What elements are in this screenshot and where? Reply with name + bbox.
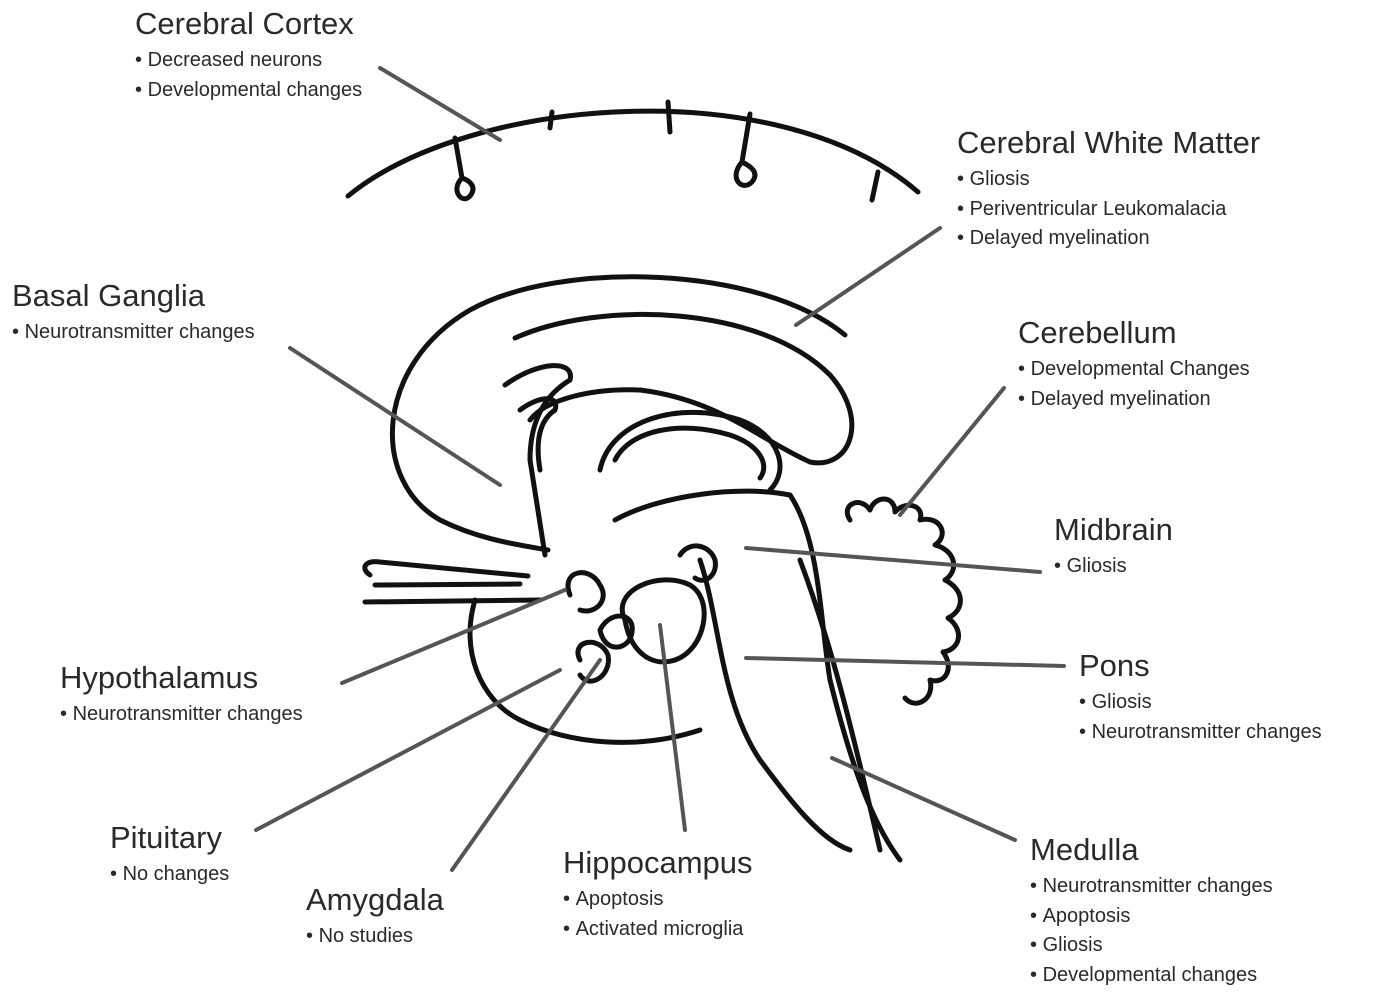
label-hypothalamus: Hypothalamus Neurotransmitter changes (60, 660, 303, 730)
mamillary (680, 546, 715, 580)
finding: Periventricular Leukomalacia (957, 195, 1260, 225)
leader-cerebellum (900, 388, 1004, 515)
region-name: Pituitary (110, 820, 229, 856)
cortex-arc (348, 111, 918, 196)
fornix-inner (615, 428, 764, 478)
finding: Neurotransmitter changes (12, 318, 255, 348)
finding: Gliosis (1054, 552, 1173, 582)
region-name: Cerebral Cortex (135, 6, 362, 42)
finding: Gliosis (1030, 931, 1273, 961)
sulcus-3 (668, 102, 670, 132)
region-name: Pons (1079, 648, 1322, 684)
brainstem-mid (800, 560, 880, 850)
finding: Delayed myelination (1018, 385, 1250, 415)
label-medulla: Medulla Neurotransmitter changes Apoptos… (1030, 832, 1273, 990)
label-midbrain: Midbrain Gliosis (1054, 512, 1173, 582)
leader-medulla (832, 758, 1015, 840)
finding: Decreased neurons (135, 46, 362, 76)
corpus-callosum-outer (392, 277, 845, 550)
region-name: Basal Ganglia (12, 278, 255, 314)
region-name: Medulla (1030, 832, 1273, 868)
finding: Developmental changes (135, 76, 362, 106)
finding: Neurotransmitter changes (60, 700, 303, 730)
region-name: Hippocampus (563, 845, 753, 881)
region-name: Hypothalamus (60, 660, 303, 696)
finding: No changes (110, 860, 229, 890)
finding: Delayed myelination (957, 224, 1260, 254)
finding: Developmental Changes (1018, 355, 1250, 385)
leader-pons (746, 658, 1064, 666)
corpus-callosum-inner (515, 314, 852, 462)
label-amygdala: Amygdala No studies (306, 882, 444, 952)
sulcus-4 (736, 114, 755, 185)
sulcus-5 (872, 172, 878, 200)
fornix (600, 412, 780, 490)
finding: Activated microglia (563, 915, 753, 945)
label-hippocampus: Hippocampus Apoptosis Activated microgli… (563, 845, 753, 944)
sulcus-1 (455, 138, 473, 199)
cerebellum (847, 499, 960, 703)
label-basal-ganglia: Basal Ganglia Neurotransmitter changes (12, 278, 255, 348)
label-pituitary: Pituitary No changes (110, 820, 229, 890)
sulcus-2 (550, 112, 552, 128)
finding: Neurotransmitter changes (1030, 872, 1273, 902)
hypothalamus-shape (568, 573, 603, 611)
leader-midbrain (746, 548, 1040, 572)
brainstem-left (700, 560, 850, 850)
region-name: Cerebellum (1018, 315, 1250, 351)
label-pons: Pons Gliosis Neurotransmitter changes (1079, 648, 1322, 747)
region-name: Amygdala (306, 882, 444, 918)
label-cerebellum: Cerebellum Developmental Changes Delayed… (1018, 315, 1250, 414)
label-cerebral-white-matter: Cerebral White Matter Gliosis Periventri… (957, 125, 1260, 254)
leader-cerebral-white-matter (796, 228, 940, 325)
finding: Apoptosis (563, 885, 753, 915)
optic-nerve (365, 562, 540, 602)
region-name: Cerebral White Matter (957, 125, 1260, 161)
finding: Gliosis (1079, 688, 1322, 718)
finding: No studies (306, 922, 444, 952)
finding: Developmental changes (1030, 961, 1273, 991)
thalamus (615, 491, 790, 520)
finding: Apoptosis (1030, 902, 1273, 932)
label-cerebral-cortex: Cerebral Cortex Decreased neurons Develo… (135, 6, 362, 105)
leader-amygdala (452, 660, 600, 870)
pituitary-shape (578, 642, 608, 681)
leader-cerebral-cortex (380, 68, 500, 140)
finding: Neurotransmitter changes (1079, 718, 1322, 748)
finding: Gliosis (957, 165, 1260, 195)
brainstem-right (790, 495, 900, 860)
region-name: Midbrain (1054, 512, 1173, 548)
